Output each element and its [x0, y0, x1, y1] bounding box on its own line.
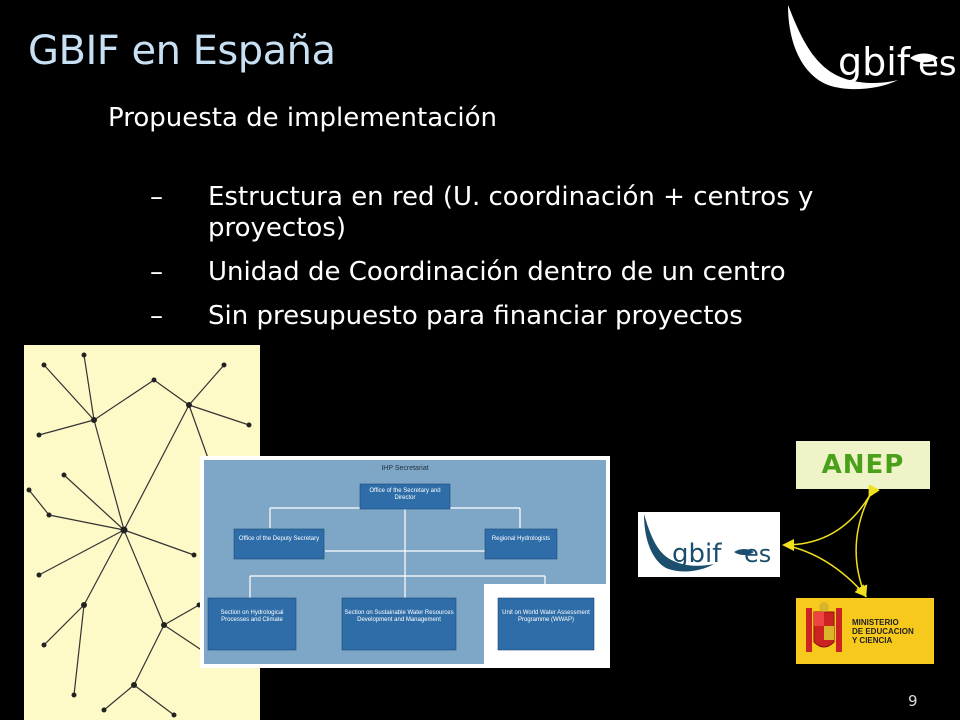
logo-suffix: es [918, 44, 957, 84]
gbif-logo-top: gbif es [788, 5, 957, 90]
bullet-item: – Estructura en red (U. coordinación + c… [150, 182, 940, 244]
org-header: IHP Secretariat [381, 465, 428, 472]
bullet-dash: – [150, 182, 163, 212]
org-box-wwap: Unit on World Water Assessment Programme… [502, 610, 590, 623]
org-box-deputy: Office of the Deputy Secretary [238, 536, 320, 542]
logo-suffix: es [744, 540, 771, 568]
connection-arrows [782, 485, 880, 598]
coat-of-arms-icon [806, 602, 842, 652]
bullet-dash: – [150, 257, 163, 287]
bullet-text: Sin presupuesto para financiar proyectos [208, 301, 743, 331]
slide-title: GBIF en España [28, 28, 336, 74]
bullet-list: – Estructura en red (U. coordinación + c… [150, 182, 940, 345]
slide-subtitle: Propuesta de implementación [108, 103, 498, 133]
ministerio-logo: MINISTERIO DE EDUCACION Y CIENCIA [796, 598, 934, 664]
logo-text: gbif [838, 40, 912, 84]
fish-leaf-icon [644, 514, 714, 572]
bullet-text: Unidad de Coordinación dentro de un cent… [208, 257, 786, 287]
org-box-regional: Regional Hydrologists [491, 536, 551, 542]
bullet-item: – Unidad de Coordinación dentro de un ce… [150, 257, 940, 288]
org-chart: IHP Secretariat Office of the Secretary … [200, 456, 610, 668]
org-box-director: Office of the Secretary and Director [369, 488, 441, 501]
ministerio-line: DE EDUCACION [852, 627, 914, 636]
ministerio-text: MINISTERIO DE EDUCACION Y CIENCIA [852, 618, 914, 645]
org-box-sustainable: Section on Sustainable Water Resources D… [344, 610, 454, 623]
logo-text: gbif [672, 539, 722, 569]
bullet-dash: – [150, 301, 163, 331]
fish-leaf-icon [788, 5, 898, 90]
ministerio-line: MINISTERIO [852, 618, 899, 627]
anep-logo: ANEP [796, 441, 930, 489]
bullet-item: – Sin presupuesto para financiar proyect… [150, 301, 940, 332]
org-box-hydrological: Section on Hydrological Processes and Cl… [220, 610, 284, 623]
bullet-text: Estructura en red (U. coordinación + cen… [208, 182, 814, 243]
page-number: 9 [908, 692, 918, 710]
gbif-logo-small: gbif es [638, 512, 780, 577]
ministerio-line: Y CIENCIA [852, 636, 893, 645]
